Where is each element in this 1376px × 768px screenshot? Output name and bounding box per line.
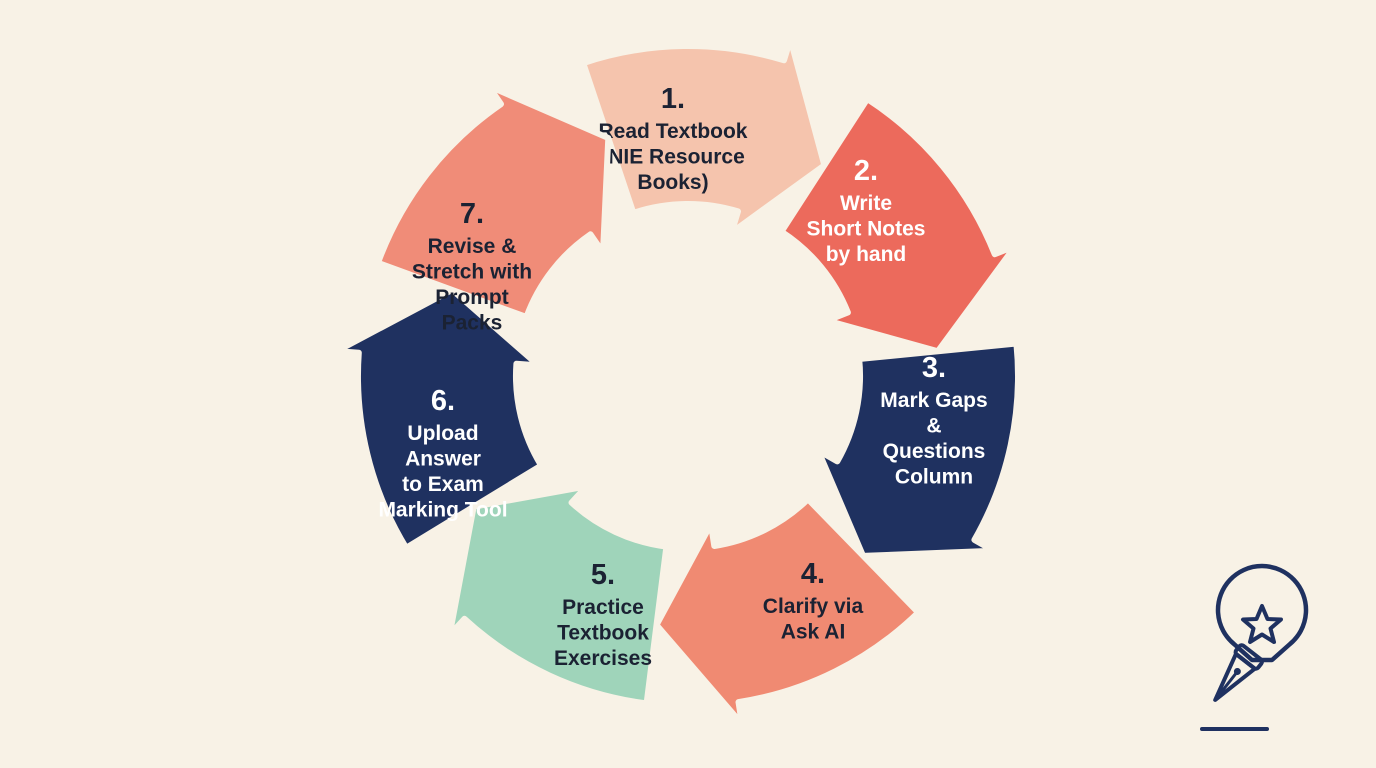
step-3-label-line: & [926, 415, 941, 438]
step-6-label-line: Upload [407, 422, 478, 445]
step-4-arrow [653, 496, 922, 727]
step-5-label-line: Practice [562, 596, 644, 619]
step-1-label-line: Books) [637, 171, 708, 194]
step-3-label-line: Mark Gaps [880, 389, 987, 412]
step-6-label-line: to Exam [402, 473, 484, 496]
step-3-label-line: Questions [883, 440, 986, 463]
step-3-label-line: Column [895, 466, 973, 489]
step-5-arrow [446, 483, 670, 707]
step-5-number: 5. [591, 559, 615, 591]
step-7-label-line: Packs [442, 312, 503, 335]
step-4-label-line: Clarify via [763, 595, 864, 618]
fountain-pen-lightbulb-star-icon [1200, 563, 1309, 731]
step-3-arrow [815, 340, 1021, 559]
step-2-label-line: Short Notes [806, 218, 925, 241]
step-6-label-line: Marking Tool [378, 499, 507, 522]
step-7-arrow [375, 83, 612, 320]
step-6-number: 6. [431, 385, 455, 417]
step-2-label-line: by hand [826, 243, 907, 266]
step-6-label-line: Answer [405, 448, 481, 471]
step-4-number: 4. [801, 558, 825, 590]
step-7-label-line: Revise & [428, 235, 517, 258]
step-5-label-line: Textbook [557, 622, 649, 645]
step-3-number: 3. [922, 352, 946, 384]
step-1-arrow [580, 36, 828, 236]
step-6-arrow [333, 286, 545, 551]
step-1-label-line: (NIE Resource [601, 146, 745, 169]
step-7-number: 7. [460, 198, 484, 230]
step-7-label-line: Prompt [435, 286, 509, 309]
step-7-label-line: Stretch with [412, 261, 532, 284]
step-1-number: 1. [661, 83, 685, 115]
step-4-label-line: Ask AI [781, 621, 846, 644]
step-1-label-line: Read Textbook [599, 120, 748, 143]
step-2-label-line: Write [840, 192, 892, 215]
step-2-number: 2. [854, 155, 878, 187]
step-2-arrow [778, 96, 1019, 355]
step-5-label-line: Exercises [554, 647, 652, 670]
